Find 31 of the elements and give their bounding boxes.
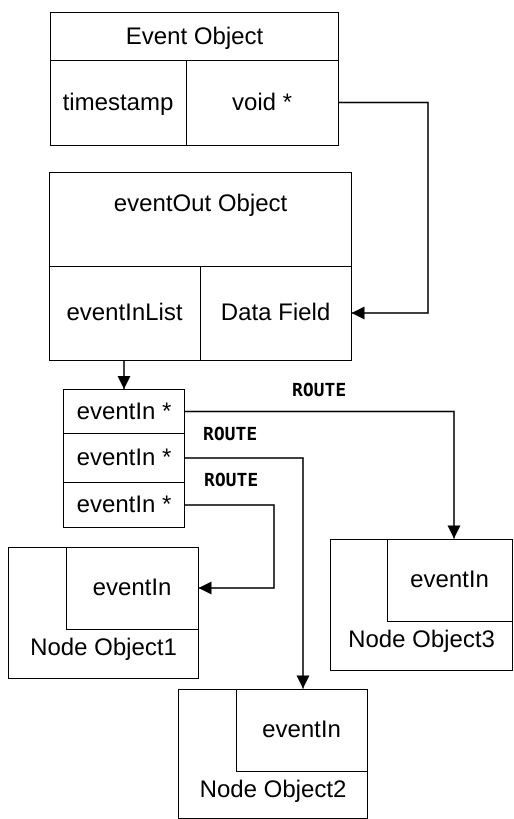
arrow	[185, 410, 460, 538]
field-label: Node Object2	[198, 775, 348, 805]
field-label: Data Field	[220, 298, 332, 328]
object-box	[49, 172, 352, 361]
field-label: eventIn	[92, 573, 172, 603]
object-box	[178, 689, 368, 819]
object-box	[386, 538, 512, 622]
field-label: eventIn *	[76, 443, 172, 473]
object-box	[66, 546, 198, 630]
object-box	[236, 688, 368, 772]
arrow	[185, 457, 310, 688]
field-label: eventIn	[261, 715, 342, 745]
object-box	[63, 389, 185, 434]
object-box	[63, 433, 185, 483]
field-label: Node Object1	[29, 633, 178, 663]
object-box	[50, 12, 339, 146]
arrow	[118, 360, 130, 389]
field-label: timestamp	[62, 88, 174, 118]
field-label: Event Object	[124, 22, 264, 52]
object-box	[63, 482, 185, 528]
field-label: eventIn	[409, 565, 490, 595]
field-label: eventIn *	[76, 490, 172, 520]
arrow	[185, 504, 275, 594]
field-label: eventOut Object	[112, 189, 288, 219]
object-box	[8, 547, 199, 679]
field-label: Node Object3	[347, 625, 496, 655]
field-label: eventIn *	[76, 396, 172, 426]
arrow	[338, 102, 429, 320]
field-label: eventInList	[65, 298, 184, 328]
object-box	[330, 539, 513, 671]
field-label: void *	[230, 88, 294, 118]
